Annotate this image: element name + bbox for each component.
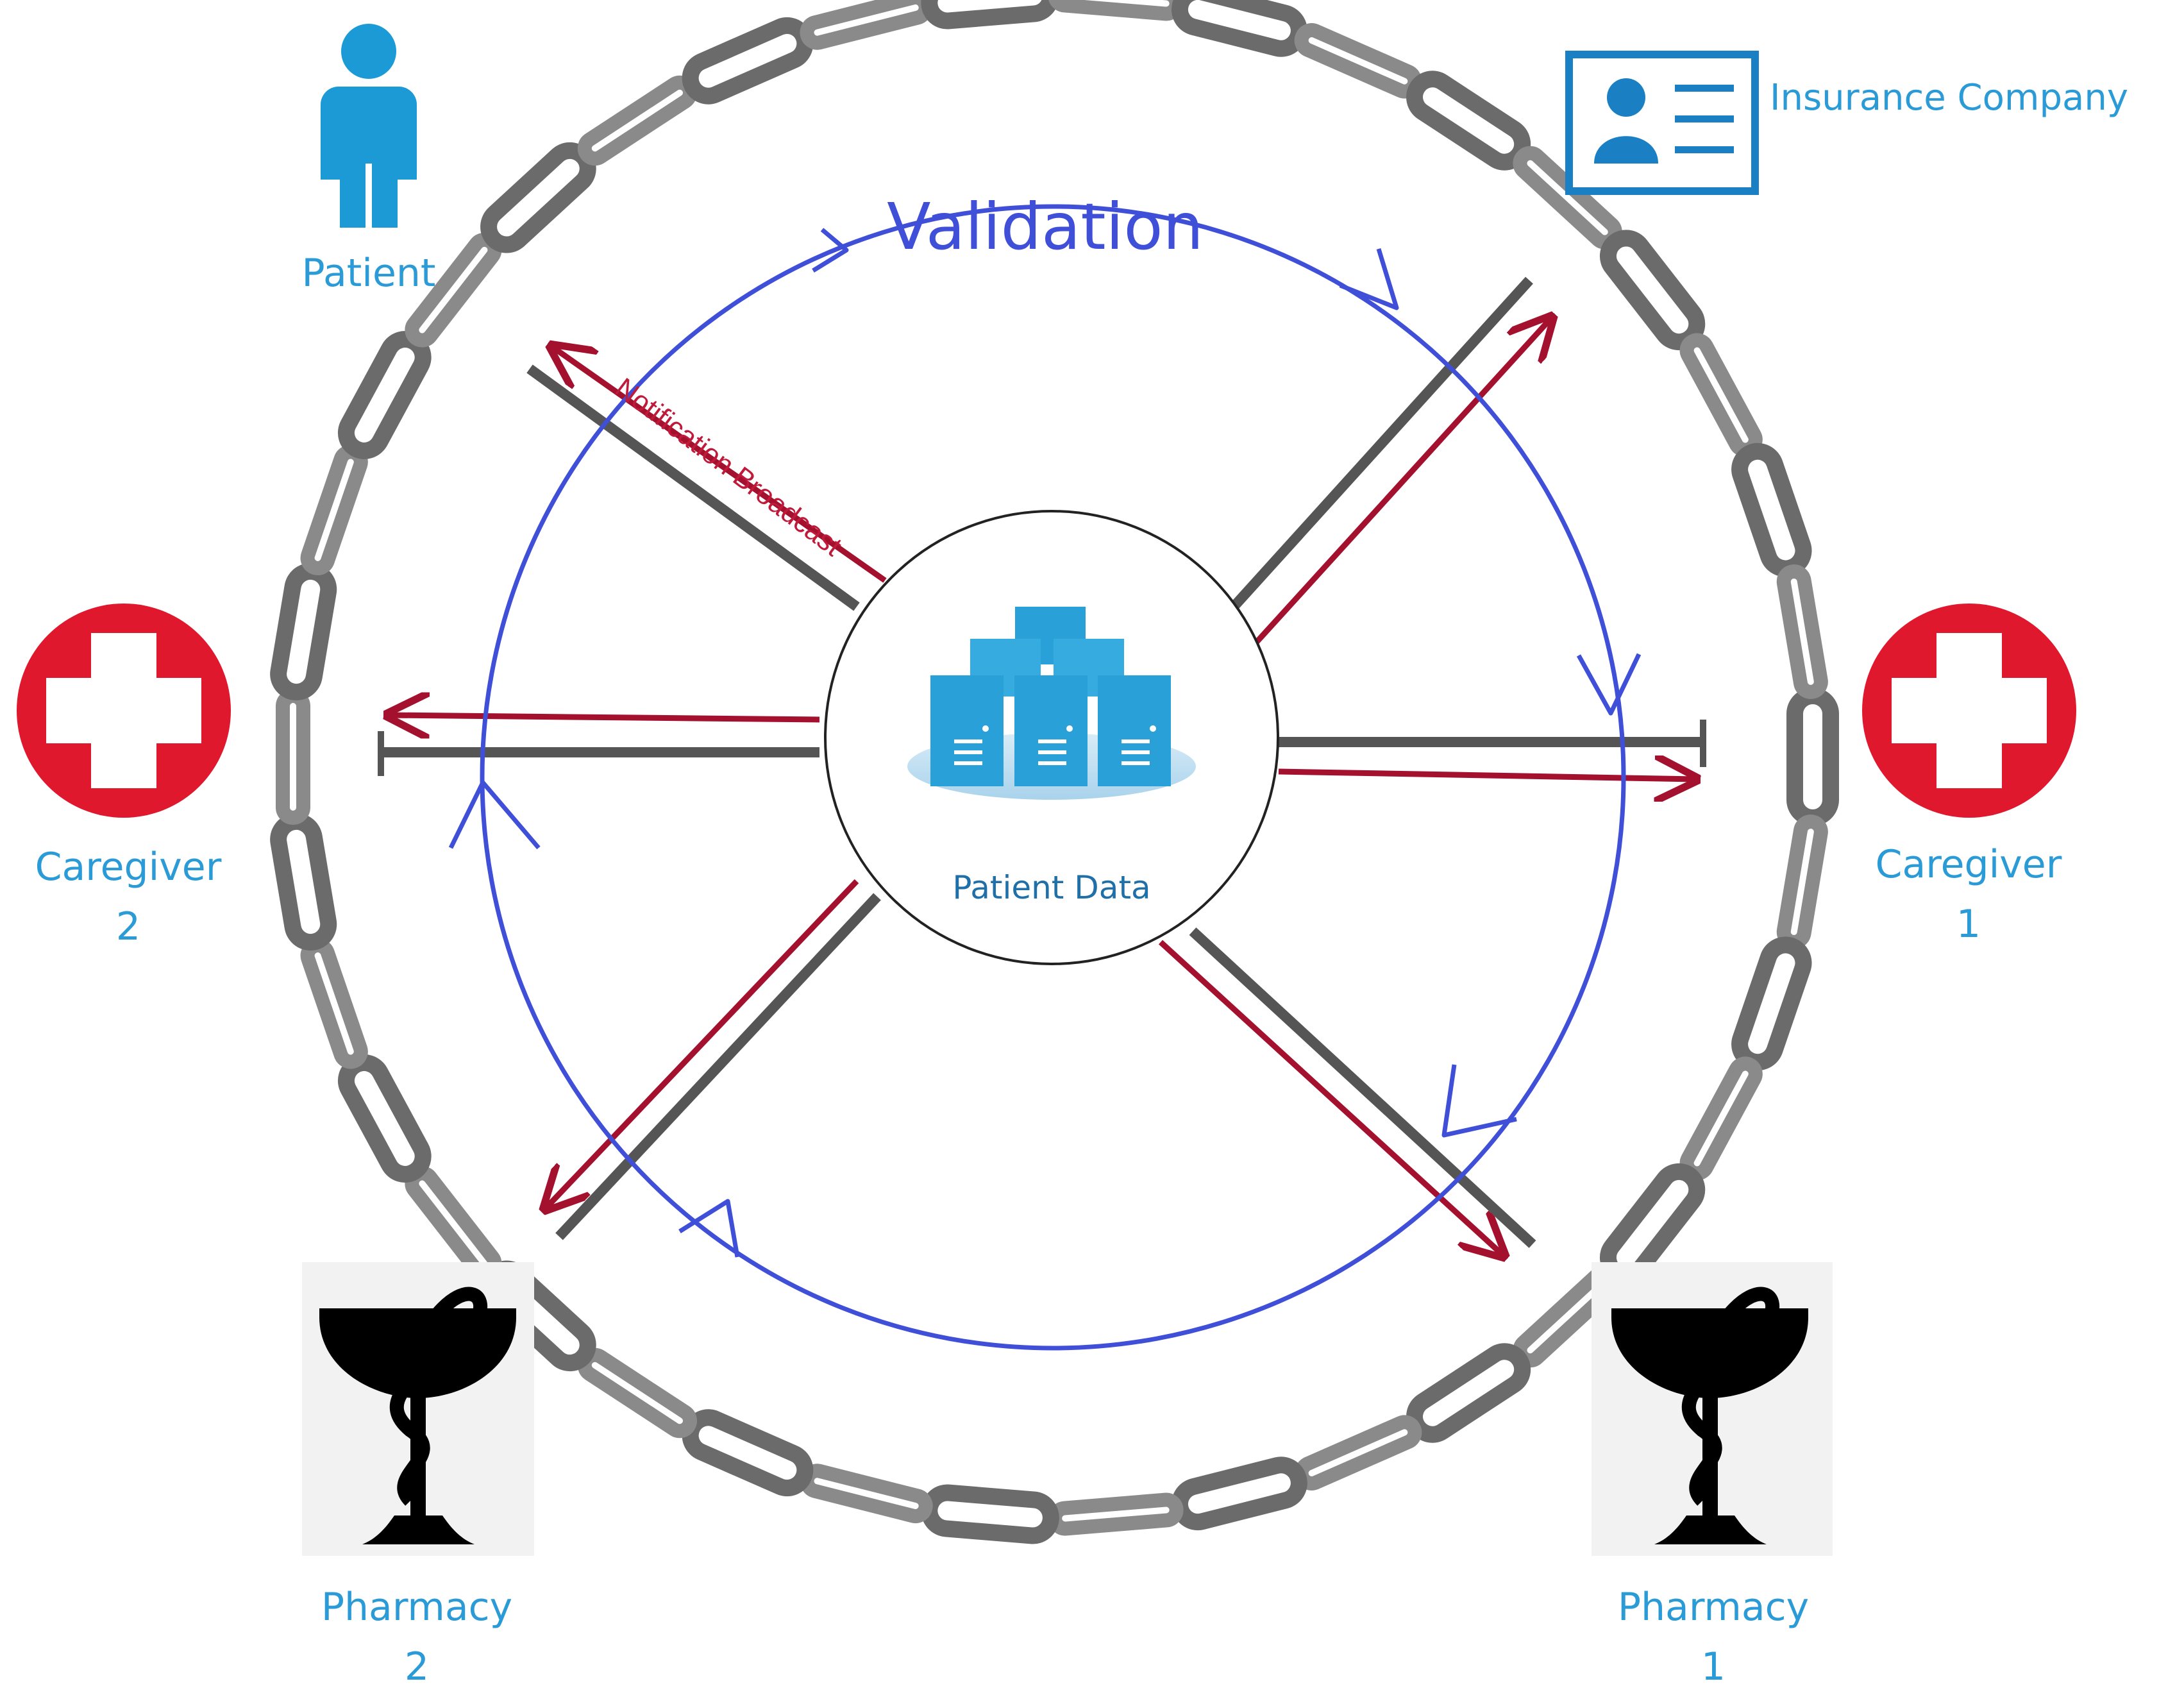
patient-data-label: Patient Data <box>952 869 1151 906</box>
chain-link <box>1406 71 1531 171</box>
notify-arrow-insurance <box>1253 317 1552 646</box>
chain-link <box>1731 443 1812 577</box>
chain-link <box>921 1484 1059 1544</box>
pharmacy-2-label-line1: Pharmacy <box>321 1585 513 1630</box>
pharmacy-2-label: Pharmacy 2 <box>289 1578 545 1697</box>
chain-link <box>337 1054 432 1183</box>
chain-link <box>1776 564 1828 699</box>
pharmacy-1-label-line2: 1 <box>1701 1644 1726 1689</box>
chain-link <box>577 75 698 166</box>
patient-data-hub <box>824 510 1279 965</box>
caregiver-2-label-line1: Caregiver <box>35 845 222 890</box>
notify-arrow-caregiver1 <box>1278 772 1696 779</box>
chain-link <box>1786 688 1839 826</box>
chain-link <box>1679 1056 1763 1181</box>
chain-link <box>682 17 814 105</box>
patient-label: Patient <box>256 244 481 303</box>
red-cross-icon <box>1862 604 2076 818</box>
caregiver-2-label: Caregiver 2 <box>13 838 244 957</box>
chain-link <box>1776 815 1828 949</box>
chain-link <box>1406 1343 1531 1443</box>
chain-link <box>921 0 1059 30</box>
chain-link <box>1294 1415 1422 1490</box>
pharmacy-2-label-line2: 2 <box>404 1644 430 1689</box>
chain-link <box>1679 333 1763 457</box>
pharmacy-1-label: Pharmacy 1 <box>1585 1578 1842 1697</box>
id-card-icon <box>1565 51 1759 195</box>
insurance-label-line1: Insurance Company <box>1770 77 2128 119</box>
notify-arrow-patient <box>551 346 887 583</box>
caregiver-2-label-line2: 2 <box>115 904 141 949</box>
chain-link <box>270 562 337 701</box>
chain-link <box>1171 0 1307 57</box>
chain-link <box>1294 23 1422 99</box>
spoke-insurance <box>1230 276 1533 611</box>
caregiver-1-label-line1: Caregiver <box>1875 842 2062 887</box>
server-cluster-icon <box>907 607 1196 800</box>
pharmacy-bowl-snake-icon <box>1592 1262 1833 1556</box>
chain-link <box>1048 0 1184 21</box>
chain-link <box>405 1166 502 1281</box>
chain-link <box>1731 936 1812 1071</box>
insurance-company-label: Insurance Company <box>1770 71 2184 126</box>
pharmacy-1-label-line1: Pharmacy <box>1617 1585 1810 1630</box>
chain-link <box>300 444 368 575</box>
chain-link <box>682 1409 814 1497</box>
chain-link <box>337 331 432 459</box>
chain-spokes <box>378 276 1706 1248</box>
person-icon <box>321 24 417 228</box>
patient-label-line1: Patient <box>301 251 436 296</box>
validation-title: Validation <box>887 189 1204 264</box>
caregiver-1-label-line2: 1 <box>1956 902 1981 947</box>
chain-link <box>800 0 933 50</box>
chain-link <box>577 1347 698 1439</box>
notify-arrow-pharmacy1 <box>1158 940 1504 1256</box>
chain-link <box>800 1464 933 1524</box>
chain-link <box>276 689 310 825</box>
spoke-pharmacy2 <box>555 893 881 1240</box>
pharmacy-bowl-snake-icon <box>302 1262 534 1556</box>
notify-arrow-pharmacy2 <box>545 879 859 1209</box>
notify-arrow-caregiver2 <box>388 715 820 720</box>
chain-link <box>480 142 596 253</box>
red-cross-icon <box>17 604 231 818</box>
caregiver-1-label: Caregiver 1 <box>1853 835 2084 954</box>
chain-link <box>1048 1492 1184 1536</box>
spoke-pharmacy1 <box>1189 927 1536 1248</box>
blockchain-chain-ring <box>270 0 1839 1544</box>
notification-arrows <box>388 317 1696 1256</box>
chain-link <box>1171 1456 1307 1531</box>
chain-link <box>300 938 368 1069</box>
chain-link <box>270 813 337 951</box>
spoke-patient <box>526 364 860 611</box>
validation-cycle <box>448 204 1642 1351</box>
chain-link <box>1599 230 1706 351</box>
